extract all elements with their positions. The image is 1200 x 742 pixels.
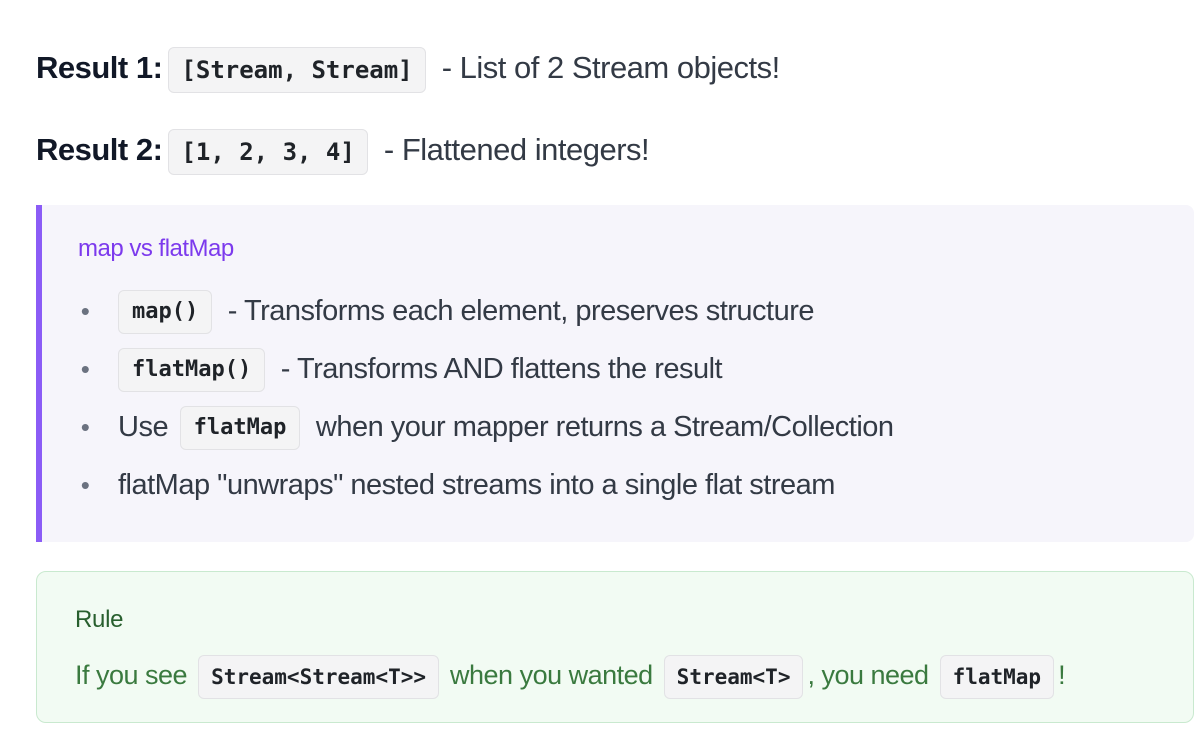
rule-text-part: If you see — [75, 660, 195, 690]
rule-title: Rule — [75, 606, 124, 633]
result-2-code: [1, 2, 3, 4] — [168, 128, 368, 175]
nested-stream-code: Stream<Stream<T>> — [198, 654, 440, 699]
rule-text-part: , you need — [807, 660, 936, 690]
bullet-icon: • — [80, 296, 90, 326]
list-item-text: flatMap "unwraps" nested streams into a … — [118, 469, 835, 501]
result-2-label: Result 2: — [36, 132, 163, 167]
comparison-callout: map vs flatMap • map() - Transforms each … — [36, 205, 1194, 542]
map-code: map() — [118, 290, 213, 335]
list-item: • flatMap() - Transforms AND flattens the… — [81, 340, 894, 398]
result-1-label: Result 1: — [36, 50, 163, 85]
comparison-list: • map() - Transforms each element, preser… — [81, 282, 894, 514]
result-1-text: - List of 2 Stream objects! — [433, 50, 780, 85]
bullet-icon: • — [80, 470, 90, 500]
bullet-icon: • — [80, 412, 90, 442]
result-2-text: - Flattened integers! — [375, 132, 650, 167]
list-item-text: when your mapper returns a Stream/Collec… — [308, 411, 894, 443]
rule-text-part: when you wanted — [443, 660, 660, 690]
bullet-icon: • — [80, 354, 90, 384]
stream-code: Stream<T> — [663, 654, 804, 699]
flatmap-code: flatMap() — [118, 348, 266, 393]
rule-callout: Rule If you see Stream<Stream<T>> when y… — [36, 571, 1194, 723]
list-item-text: - Transforms each element, preserves str… — [220, 295, 815, 327]
result-2-line: Result 2:[1, 2, 3, 4] - Flattened intege… — [36, 128, 650, 175]
flatmap-code: flatMap — [179, 406, 301, 451]
comparison-title: map vs flatMap — [78, 235, 234, 262]
list-item: • flatMap "unwraps" nested streams into a… — [81, 456, 894, 514]
result-1-line: Result 1:[Stream, Stream] - List of 2 St… — [36, 46, 780, 93]
list-item-text: - Transforms AND flattens the result — [273, 353, 723, 385]
flatmap-code: flatMap — [939, 654, 1055, 699]
list-item: • Use flatMap when your mapper returns a … — [81, 398, 894, 456]
result-1-code: [Stream, Stream] — [168, 46, 426, 93]
rule-text: If you see Stream<Stream<T>> when you wa… — [75, 652, 1066, 699]
list-item-prefix: Use — [118, 411, 176, 443]
rule-text-part: ! — [1058, 660, 1066, 690]
list-item: • map() - Transforms each element, preser… — [81, 282, 894, 340]
